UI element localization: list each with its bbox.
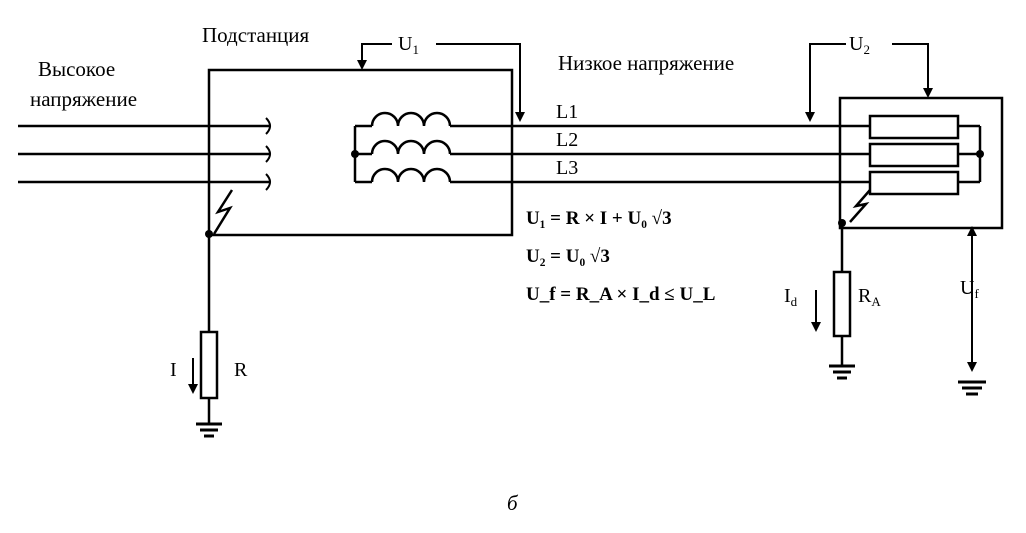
high-voltage-label-line1: Высокое [38, 57, 115, 81]
low-voltage-lines [450, 124, 870, 184]
load-fault [838, 189, 871, 227]
substation-earthing [188, 234, 222, 438]
high-voltage-lines [18, 117, 271, 191]
resistor-ra [832, 270, 852, 338]
uf-arrow [958, 226, 986, 396]
high-voltage-label-line2: напряжение [30, 87, 137, 111]
u2-voltage-bracket [805, 43, 933, 122]
resistor-r-label: R [234, 359, 248, 381]
substation-label: Подстанция [202, 23, 310, 47]
line-l2-label: L2 [556, 129, 578, 151]
load-elements [868, 114, 984, 196]
line-l1-label: L1 [556, 101, 578, 123]
substation-box [207, 68, 514, 237]
resistor-r [199, 330, 219, 400]
u2-label: U2 [849, 33, 870, 57]
equation-u2: U₂ = U₀ √3 [526, 246, 610, 267]
current-id-label: Id [784, 285, 798, 309]
figure-caption: б [507, 491, 519, 515]
transformer-windings [351, 111, 452, 184]
load-earthing [811, 223, 855, 380]
equation-u1: U₁ = R × I + U₀ √3 [526, 208, 672, 229]
u1-voltage-bracket [357, 43, 525, 122]
load-enclosure [838, 96, 1004, 230]
line-l3-label: L3 [556, 157, 578, 179]
u1-label: U1 [398, 33, 419, 57]
current-i-label: I [170, 359, 177, 381]
low-voltage-label: Низкое напряжение [558, 51, 734, 75]
equation-uf: U_f = R_A × I_d ≤ U_L [526, 284, 715, 305]
resistor-ra-label: RA [858, 285, 881, 309]
uf-label: Uf [960, 277, 979, 301]
